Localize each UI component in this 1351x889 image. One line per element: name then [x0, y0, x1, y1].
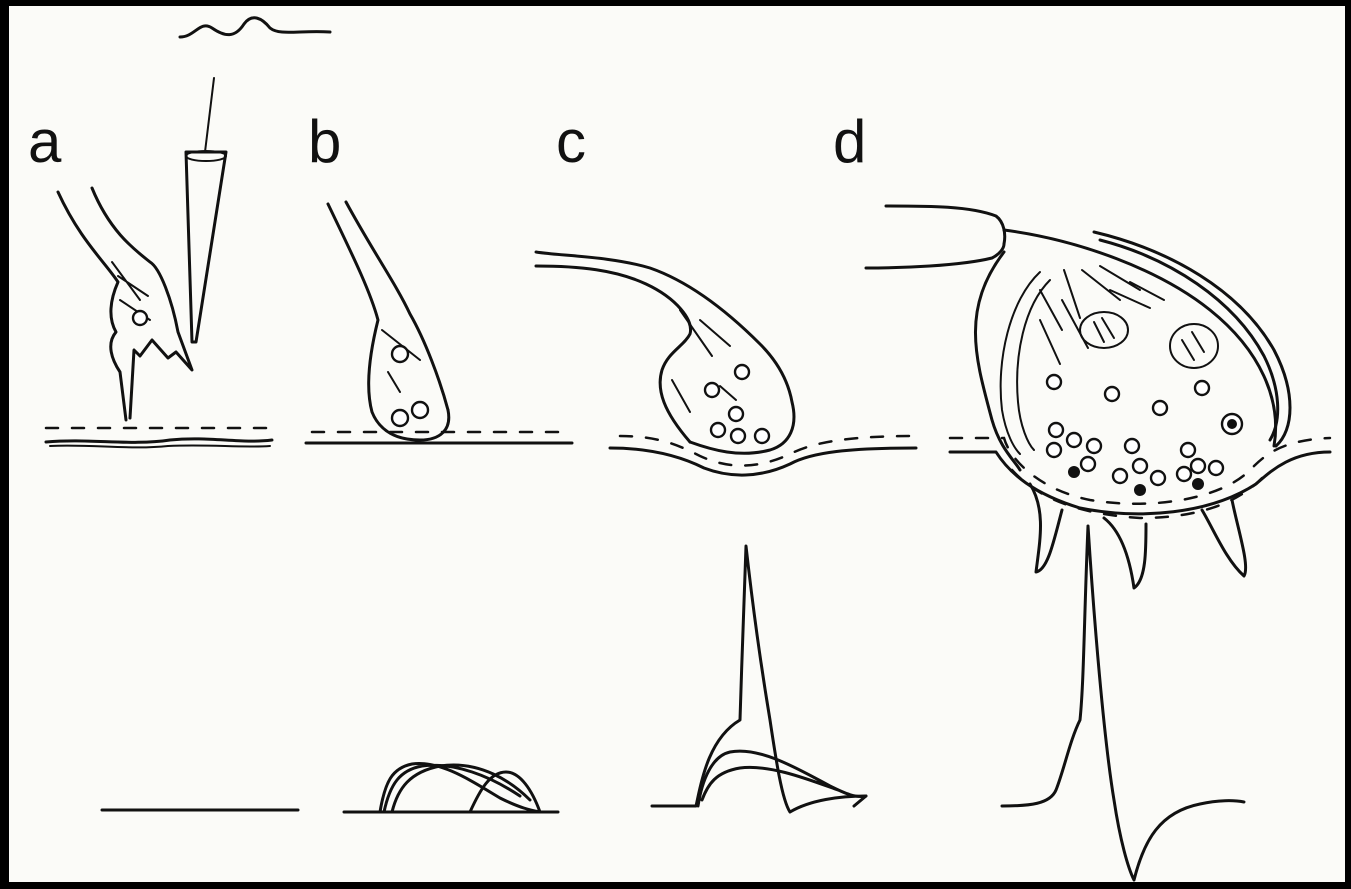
trace-d-action-potential	[1002, 526, 1244, 880]
vesicle	[1151, 471, 1165, 485]
vesicle	[729, 407, 743, 421]
vesicle	[1105, 387, 1119, 401]
fusing-vesicle	[1068, 466, 1080, 478]
micropipette	[186, 152, 226, 342]
vesicle	[711, 423, 725, 437]
vesicle	[1209, 461, 1223, 475]
vesicle	[1047, 443, 1061, 457]
junctional-folds	[1030, 484, 1246, 588]
vesicle	[705, 383, 719, 397]
mitochondrion-cristae	[1182, 332, 1204, 360]
fusing-vesicle	[1192, 478, 1204, 490]
vesicle	[1153, 401, 1167, 415]
vesicle	[1047, 375, 1061, 389]
axon-d-top	[886, 206, 1005, 244]
vesicle	[392, 346, 408, 362]
vesicle	[1049, 423, 1063, 437]
vesicle	[735, 365, 749, 379]
vesicle	[1081, 457, 1095, 471]
vesicle	[412, 402, 428, 418]
panel-c-drawing	[536, 252, 916, 812]
fusing-vesicle	[1134, 484, 1146, 496]
stimulus-trace	[180, 18, 330, 37]
vesicle	[731, 429, 745, 443]
trace-c-action-potential	[652, 546, 866, 812]
panel-d-drawing	[866, 206, 1330, 880]
panel-b-drawing	[306, 202, 572, 812]
vesicle	[755, 429, 769, 443]
vesicle	[1087, 439, 1101, 453]
axon-d-bottom	[866, 244, 1004, 268]
vesicle	[133, 311, 147, 325]
mitochondrion-cristae	[1094, 318, 1114, 342]
axon-c-top	[536, 252, 794, 453]
panel-a-drawing	[46, 18, 330, 810]
vesicle	[1177, 467, 1191, 481]
vesicle	[1191, 459, 1205, 473]
vesicle	[1067, 433, 1081, 447]
vesicle	[1125, 439, 1139, 453]
vesicle	[392, 410, 408, 426]
axon-c-bottom	[536, 266, 691, 442]
axon-c-inner	[672, 310, 736, 412]
electrode-wire	[205, 78, 214, 152]
vesicle	[1133, 459, 1147, 473]
axon-b-left	[328, 204, 449, 440]
muscle-surface-a-rough	[50, 445, 270, 447]
growth-cone-outline-right	[92, 188, 192, 418]
dense-core	[1227, 419, 1237, 429]
terminal-d-inner-wall	[1001, 272, 1050, 454]
vesicle	[1113, 469, 1127, 483]
schwann-cell	[1094, 232, 1290, 446]
vesicle	[1181, 443, 1195, 457]
mitochondrion	[1170, 324, 1218, 368]
growth-cone-outline-left	[58, 192, 126, 420]
muscle-surface-a	[46, 439, 272, 442]
neurofilaments	[1040, 266, 1164, 364]
trace-b-minis	[344, 763, 558, 812]
vesicle	[1195, 381, 1209, 395]
axon-b-right	[346, 202, 448, 410]
